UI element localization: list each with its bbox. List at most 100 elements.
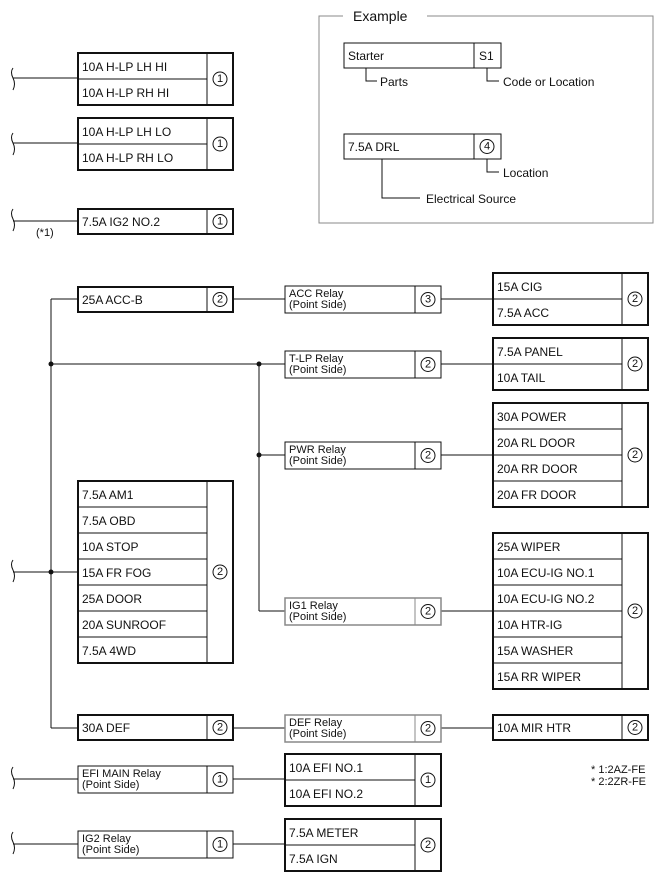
fuse-power: 30A POWER: [497, 410, 567, 424]
fuse-rl-door: 20A RL DOOR: [497, 436, 576, 450]
fuse-rr-door: 20A RR DOOR: [497, 462, 578, 476]
tlp-relay-name: T-LP Relay: [289, 353, 344, 365]
pwr-fuses: 30A POWER 20A RL DOOR 20A RR DOOR 20A FR…: [492, 402, 649, 508]
location-num: 2: [632, 449, 638, 461]
fuse-tail: 10A TAIL: [497, 371, 546, 385]
fuse-ecu-ig-no2: 10A ECU-IG NO.2: [497, 592, 595, 606]
fuse-fr-door: 20A FR DOOR: [497, 488, 577, 502]
mir-htr-fuse: 10A MIR HTR 2: [492, 714, 649, 741]
fuse-am1: 7.5A AM1: [82, 488, 134, 502]
ig2-relay-side: (Point Side): [82, 844, 139, 856]
fuse-stop: 10A STOP: [82, 540, 138, 554]
fuse-panel: 7.5A PANEL: [497, 345, 563, 359]
example-location-label: Location: [503, 166, 548, 180]
example-source-label: Electrical Source: [426, 192, 516, 206]
fuse-meter: 7.5A METER: [289, 826, 359, 840]
ig1-fuses: 25A WIPER 10A ECU-IG NO.1 10A ECU-IG NO.…: [492, 532, 649, 690]
pwr-relay-name: PWR Relay: [289, 444, 346, 456]
fuse-acc-b: 25A ACC-B: [82, 293, 143, 307]
location-num: 2: [425, 450, 431, 462]
fuse-rr-wiper: 15A RR WIPER: [497, 670, 581, 684]
fuse-ig2-no2: 7.5A IG2 NO.2: [82, 215, 160, 229]
fuse-ign: 7.5A IGN: [289, 852, 338, 866]
bus-wiring: [13, 298, 493, 845]
location-num: 3: [425, 294, 431, 306]
hlp-lo-group: 10A H-LP LH LO 10A H-LP RH LO 1: [13, 117, 234, 171]
engine-notes: * 1:2AZ-FE * 2:2ZR-FE: [591, 764, 646, 788]
ig2-relay-name: IG2 Relay: [82, 833, 131, 845]
group2-fuses: 7.5A AM1 7.5A OBD 10A STOP 15A FR FOG 25…: [77, 480, 234, 664]
location-num: 1: [217, 138, 223, 150]
location-num: 2: [425, 606, 431, 618]
pwr-relay-side: (Point Side): [289, 455, 346, 467]
fuse-4wd: 7.5A 4WD: [82, 644, 136, 658]
location-num: 2: [217, 294, 223, 306]
acc-fuses: 15A CIG 7.5A ACC 2: [492, 272, 649, 326]
fuse-fr-fog: 15A FR FOG: [82, 566, 151, 580]
location-num: 2: [632, 605, 638, 617]
location-num: 2: [425, 359, 431, 371]
fuse-hlp-rh-lo: 10A H-LP RH LO: [82, 151, 173, 165]
example-parts-label: Parts: [380, 75, 408, 89]
ig2-fuses: 7.5A METER 7.5A IGN 2: [284, 818, 442, 872]
fuse-sunroof: 20A SUNROOF: [82, 618, 166, 632]
example-part: Starter: [348, 49, 384, 63]
pwr-relay: PWR Relay (Point Side) 2: [284, 441, 442, 470]
hlp-hi-group: 10A H-LP LH HI 10A H-LP RH HI 1: [13, 52, 234, 106]
ig1-relay-side: (Point Side): [289, 611, 346, 623]
note-2: * 2:2ZR-FE: [591, 776, 646, 788]
def-fuse: 30A DEF 2: [77, 714, 234, 741]
fuse-efi-no1: 10A EFI NO.1: [289, 761, 363, 775]
efi-main-relay-side: (Point Side): [82, 779, 139, 791]
example-code: S1: [479, 49, 494, 63]
def-relay: DEF Relay (Point Side) 2: [284, 714, 442, 743]
ig2-relay: IG2 Relay (Point Side) 1: [77, 830, 234, 859]
ig2-no2-note: (*1): [36, 227, 54, 239]
note-1: * 1:2AZ-FE: [591, 764, 645, 776]
ig1-relay-name: IG1 Relay: [289, 600, 338, 612]
example-code-label: Code or Location: [503, 75, 594, 89]
acc-relay: ACC Relay (Point Side) 3: [284, 285, 442, 314]
example-source-part: 7.5A DRL: [348, 140, 400, 154]
example-part-box: [343, 42, 502, 69]
fuse-washer: 15A WASHER: [497, 644, 574, 658]
efi-main-relay-name: EFI MAIN Relay: [82, 768, 161, 780]
location-num: 1: [425, 774, 431, 786]
fuse-mir-htr: 10A MIR HTR: [497, 721, 571, 735]
fuse-efi-no2: 10A EFI NO.2: [289, 787, 363, 801]
fuse-htr-ig: 10A HTR-IG: [497, 618, 562, 632]
fuse-ecu-ig-no1: 10A ECU-IG NO.1: [497, 566, 595, 580]
def-relay-name: DEF Relay: [289, 717, 343, 729]
location-num: 2: [632, 358, 638, 370]
location-num: 1: [217, 216, 223, 228]
location-num: 2: [425, 839, 431, 851]
location-num: 1: [217, 73, 223, 85]
example-title: Example: [353, 8, 408, 24]
input-brackets: [11, 67, 15, 855]
location-num: 2: [217, 566, 223, 578]
example-location-circle: [479, 139, 495, 154]
location-num: 1: [217, 774, 223, 786]
tlp-relay-side: (Point Side): [289, 364, 346, 376]
location-num: 1: [217, 839, 223, 851]
location-num: 2: [632, 293, 638, 305]
efi-fuses: 10A EFI NO.1 10A EFI NO.2 1: [284, 753, 442, 807]
acc-relay-name: ACC Relay: [289, 288, 344, 300]
efi-main-relay: EFI MAIN Relay (Point Side) 1: [77, 765, 234, 794]
def-relay-side: (Point Side): [289, 728, 346, 740]
example-panel: Example Starter S1 Parts Code or Locatio…: [318, 8, 654, 224]
location-num: 2: [425, 723, 431, 735]
acc-relay-side: (Point Side): [289, 299, 346, 311]
fuse-wiper: 25A WIPER: [497, 540, 561, 554]
fuse-def: 30A DEF: [82, 721, 130, 735]
tlp-relay: T-LP Relay (Point Side) 2: [284, 350, 442, 379]
location-num: 2: [632, 722, 638, 734]
location-num: 2: [217, 722, 223, 734]
fuse-hlp-lh-hi: 10A H-LP LH HI: [82, 60, 167, 74]
fuse-cig: 15A CIG: [497, 280, 542, 294]
fuse-acc: 7.5A ACC: [497, 306, 549, 320]
fuse-hlp-rh-hi: 10A H-LP RH HI: [82, 86, 169, 100]
fuse-obd: 7.5A OBD: [82, 514, 136, 528]
fuse-door: 25A DOOR: [82, 592, 142, 606]
